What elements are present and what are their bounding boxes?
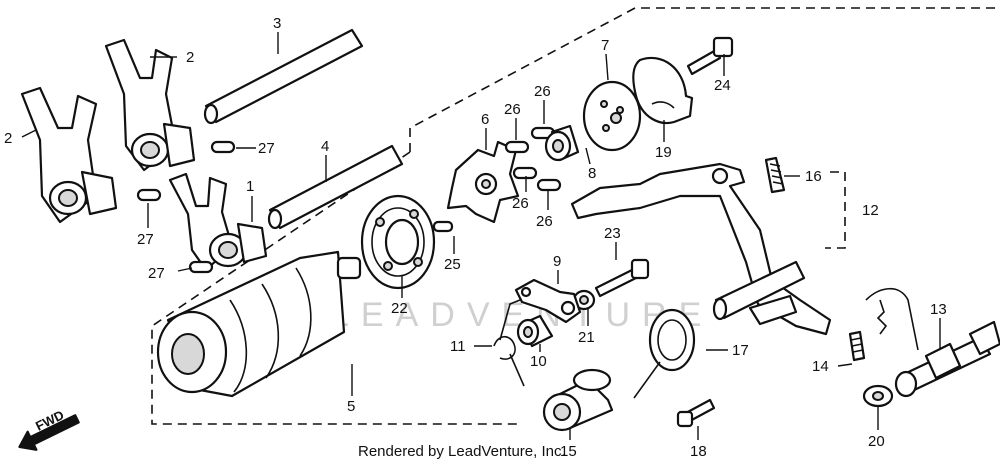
bracket-12 [825, 171, 846, 249]
leader-lines [21, 32, 941, 440]
bolt-24 [686, 36, 734, 76]
callout-23: 23 [604, 225, 621, 242]
dowel-pin-27b [136, 188, 162, 202]
callout-17: 17 [732, 342, 749, 359]
callout-20: 20 [868, 433, 885, 450]
collar-15 [542, 368, 614, 432]
callout-21: 21 [578, 329, 595, 346]
callout-9: 9 [553, 253, 561, 270]
render-credit: Rendered by LeadVenture, Inc. [358, 443, 566, 460]
stopper-arm-9 [514, 278, 582, 324]
bolt-23 [594, 258, 650, 298]
callout-19: 19 [655, 144, 672, 161]
forward-arrow-icon [18, 414, 80, 451]
spring-17 [633, 308, 696, 399]
callout-3: 3 [273, 15, 281, 32]
shift-fork-left [20, 86, 118, 224]
pin-26a [504, 140, 530, 154]
washer-20 [862, 384, 894, 408]
bearing [360, 194, 436, 290]
callout-10: 10 [530, 353, 547, 370]
pin-26c [512, 166, 538, 180]
callout-4: 4 [321, 138, 329, 155]
dowel-pin-27a [210, 140, 236, 154]
callout-22: 22 [391, 300, 408, 317]
callout-8: 8 [588, 165, 596, 182]
cam-plate-7 [582, 80, 642, 152]
assembly-boundary [409, 7, 1000, 152]
fork-shaft-3 [203, 28, 364, 125]
collar-10 [516, 314, 554, 348]
callout-7: 7 [601, 37, 609, 54]
callout-5: 5 [347, 398, 355, 415]
callout-26c: 26 [512, 195, 529, 212]
callout-18: 18 [690, 443, 707, 460]
forward-direction-indicator: FWD [18, 407, 80, 451]
shift-arm-assembly [570, 162, 832, 336]
callout-27b: 27 [137, 231, 154, 248]
shift-drum [156, 250, 362, 398]
stopper-plate-19 [632, 56, 694, 125]
callout-numbers: 1 2 2 2 3 4 5 6 7 8 9 10 11 12 13 14 15 … [4, 15, 947, 460]
callout-16: 16 [805, 168, 822, 185]
shift-fork-upper [104, 38, 196, 172]
callout-27a: 27 [258, 140, 275, 157]
collar-8 [544, 124, 580, 162]
callout-14: 14 [812, 358, 829, 375]
callout-26a: 26 [504, 101, 521, 118]
callout-12: 12 [862, 202, 879, 219]
shift-fork-1 [168, 172, 268, 272]
callout-11: 11 [450, 338, 466, 355]
pin-25 [432, 220, 454, 233]
callout-25: 25 [444, 256, 461, 273]
spring-14 [848, 330, 866, 362]
spring-11 [493, 299, 525, 387]
fork-shaft-4 [267, 144, 404, 230]
callout-13: 13 [930, 301, 947, 318]
callout-27c: 27 [148, 265, 165, 282]
assembly-boundary-left [151, 151, 520, 425]
spring-16 [764, 156, 786, 194]
shift-spindle [865, 287, 1000, 398]
callout-24: 24 [714, 77, 731, 94]
dowel-pin-27c [188, 260, 214, 274]
callout-1: 1 [246, 178, 254, 195]
callout-15: 15 [560, 443, 577, 460]
drum-center-star [446, 140, 520, 224]
callout-26d: 26 [536, 213, 553, 230]
callout-6: 6 [481, 111, 489, 128]
callout-2-right: 2 [186, 49, 194, 66]
pin-26d [536, 178, 562, 192]
bolt-18 [676, 398, 716, 428]
callout-26b: 26 [534, 83, 551, 100]
callout-2-left: 2 [4, 130, 12, 147]
